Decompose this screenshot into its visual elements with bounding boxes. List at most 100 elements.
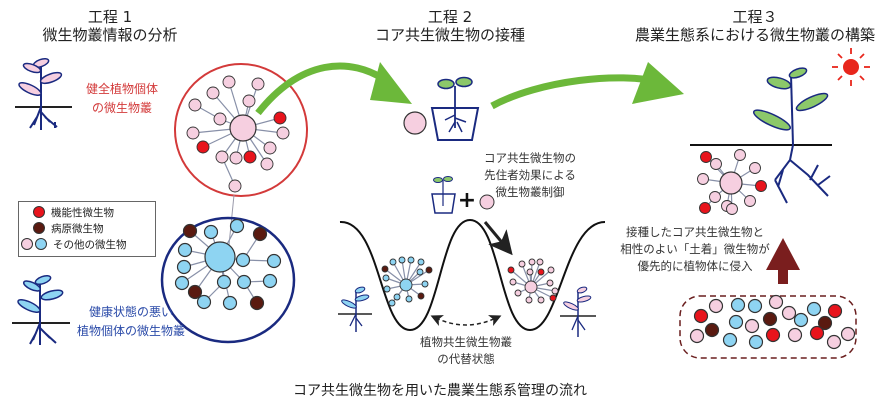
legend: 機能性微生物 病原微生物 その他の微生物: [18, 201, 156, 257]
microbe-node: [266, 253, 282, 269]
unhealthy-label-line2: 植物個体の微生物叢: [76, 324, 185, 338]
microbe-node: [546, 279, 554, 287]
brown-up-arrow-icon: [766, 238, 800, 284]
invasion-label: 接種したコア共生微生物と 相性のよい「土着」微生物が 優先的に植物体に侵入: [620, 224, 770, 275]
microbe-node: [389, 258, 397, 266]
microbe-node: [551, 287, 559, 295]
microbe-node: [549, 294, 557, 302]
microbe-node: [222, 75, 236, 89]
healthy-network-ring: [174, 63, 308, 197]
priority-effect-line1: コア共生微生物の: [484, 151, 576, 165]
step3-title-line2: 農業生態系における微生物叢の構築: [634, 26, 875, 44]
other-microbe-pink-icon: [21, 238, 33, 250]
microbe-node: [749, 162, 761, 174]
microbe-node: [383, 285, 391, 293]
network-connector: [228, 194, 235, 246]
hub-microbe: [204, 241, 236, 273]
microbe-node: [425, 266, 433, 274]
microbe-node: [417, 292, 425, 300]
well-left-plant-icon: [338, 286, 372, 332]
microbe-node: [187, 284, 203, 300]
microbe-node: [203, 224, 219, 240]
microbe-node: [514, 289, 522, 297]
microbe-node: [744, 195, 756, 207]
microbe-node: [222, 295, 238, 311]
healthy-label-line1: 健全植物個体: [85, 82, 158, 96]
soil-microbe: [765, 327, 781, 343]
microbe-node: [177, 242, 193, 258]
healthy-microbe-network: [186, 75, 290, 193]
invasion-line2: 相性のよい「土着」微生物が: [620, 242, 770, 256]
soil-microbe: [722, 332, 738, 348]
soil-microbe: [748, 334, 764, 350]
microbe-node: [421, 280, 429, 288]
microbe-node: [755, 180, 767, 192]
soil-microbe: [826, 334, 842, 350]
microbe-node: [186, 126, 200, 140]
microbe-node: [547, 266, 555, 274]
soil-microbe: [693, 308, 709, 324]
microbe-node: [507, 266, 515, 274]
microbe-node: [228, 179, 242, 193]
priority-effect-line2: 先住者効果による: [484, 168, 576, 182]
microbe-node: [251, 77, 265, 91]
plus-sign: +: [457, 188, 477, 213]
core-microbe-icon: [403, 111, 427, 135]
soil-microbe: [768, 294, 784, 310]
microbe-node: [260, 157, 274, 171]
sun-icon: [832, 48, 870, 86]
well-right-plant-icon: [560, 286, 596, 337]
microbe-node: [697, 173, 709, 185]
microbe-node: [709, 191, 721, 203]
figure-caption: コア共生微生物を用いた農業生態系管理の流れ: [293, 383, 587, 399]
hub-microbe: [719, 171, 743, 195]
microbe-node: [176, 259, 192, 275]
unhealthy-plant-icon: [12, 274, 70, 345]
alt-state-line1: 植物共生微生物叢: [420, 335, 512, 349]
legend-item-functional: 機能性微生物: [33, 204, 114, 220]
microbe-node: [276, 126, 290, 140]
alt-state-line2: の代替状態: [437, 352, 495, 366]
alternative-states-label: 植物共生微生物叢 の代替状態: [406, 334, 526, 368]
soil-microbe: [728, 314, 744, 330]
unhealthy-microbiome-label: 健康状態の悪い 植物個体の微生物叢: [66, 303, 196, 341]
microbe-node: [381, 265, 389, 273]
microbe-node: [242, 94, 256, 108]
microbe-node: [174, 275, 190, 291]
microbe-node: [528, 258, 536, 266]
microbe-node: [710, 158, 722, 170]
soil-microbe: [781, 305, 797, 321]
soil-microbe: [744, 318, 760, 334]
soil-microbe: [809, 325, 825, 341]
microbe-node: [206, 86, 220, 100]
hub-microbe: [399, 278, 413, 292]
step3-network: [697, 149, 767, 215]
microbe-node: [263, 141, 277, 155]
microbe-node: [216, 274, 232, 290]
microbe-node: [525, 296, 533, 304]
unhealthy-network-ring: [160, 216, 296, 344]
healthy-microbiome-label: 健全植物個体 の微生物叢: [72, 80, 172, 118]
right-well-network: [507, 258, 559, 304]
microbe-node: [393, 293, 401, 301]
step3-title: 工程３ 農業生態系における微生物叢の構築: [610, 8, 890, 44]
microbe-node: [416, 268, 424, 276]
microbe-node: [536, 258, 544, 266]
legend-item-pathogen: 病原微生物: [33, 220, 104, 236]
microbe-node: [700, 151, 712, 163]
microbe-node: [273, 111, 287, 125]
step1-title: 工程 1 微生物叢情報の分析: [30, 8, 190, 44]
microbe-node: [726, 203, 738, 215]
microbe-node: [249, 295, 265, 311]
dashed-double-arrow-icon: [430, 315, 502, 326]
legend-item-other: その他の微生物: [21, 236, 127, 252]
microbe-node: [243, 150, 257, 164]
microbe-node: [699, 202, 711, 214]
step2-title-line1: 工程 2: [427, 8, 473, 26]
microbe-node: [734, 149, 746, 161]
healthy-label-line2: の微生物叢: [91, 101, 152, 115]
microbe-node: [235, 252, 251, 268]
microbe-node: [229, 151, 243, 165]
microbe-node: [196, 140, 210, 154]
other-microbe-blue-icon: [35, 238, 47, 250]
